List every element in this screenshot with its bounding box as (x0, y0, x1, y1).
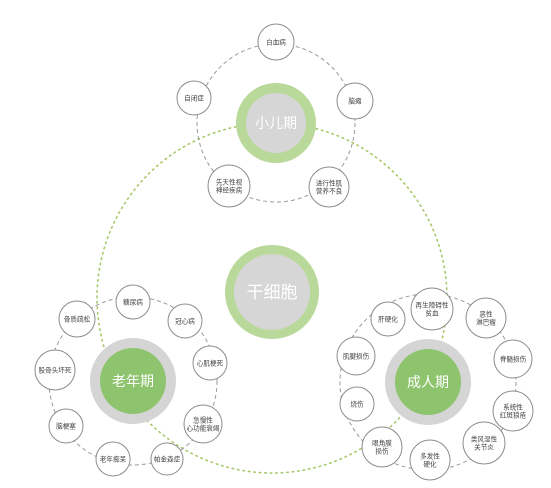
disease-node-label: 脊髓损伤 (500, 354, 527, 363)
hub-core-childhood (246, 93, 306, 153)
hub-label-childhood: 小儿期 (255, 116, 297, 132)
disease-node-label: 红斑狼疮 (500, 410, 527, 419)
disease-node-label: 营养不良 (316, 186, 343, 195)
disease-node-circle (176, 80, 212, 116)
disease-node-label: 心肌梗死 (197, 358, 224, 367)
disease-node-label: 恶性 (479, 309, 493, 318)
disease-node-circle (183, 404, 223, 444)
disease-node-label: 损伤 (375, 446, 389, 455)
disease-node-circle (308, 166, 350, 208)
disease-node-label: 脑梗塞 (56, 421, 76, 430)
disease-node-label: 烧伤 (350, 399, 364, 408)
disease-node-label: 白血病 (266, 37, 286, 46)
disease-node-label: 关节炎 (474, 442, 494, 451)
disease-node-label: 股骨头坏死 (39, 365, 72, 374)
disease-node-label: 急慢性 (193, 415, 213, 424)
disease-node-circle (465, 297, 507, 339)
disease-node-circle (336, 82, 374, 120)
disease-node-label: 老年痴呆 (100, 454, 127, 463)
disease-node-circle (361, 426, 403, 468)
disease-node-label: 骨质疏松 (64, 314, 91, 323)
disease-node-circle (370, 301, 406, 337)
disease-node-label: 冠心病 (175, 316, 195, 325)
disease-node-circle (58, 300, 96, 338)
disease-node-circle (150, 442, 184, 476)
disease-node-label: 进行性肌 (316, 178, 343, 187)
disease-node-label: 硬化 (423, 459, 437, 468)
disease-node-circle (462, 421, 506, 465)
disease-node-label: 帕金森症 (154, 454, 181, 463)
disease-node-circle (167, 303, 203, 339)
disease-node-label: 脑瘫 (348, 96, 362, 105)
disease-node-label: 再生障碍性 (416, 300, 449, 309)
disease-node-circle (336, 336, 376, 376)
disease-node-label: 眼角膜 (372, 438, 392, 447)
disease-node-circle (95, 441, 131, 477)
disease-node-circle (207, 164, 251, 208)
hub-core-adult (395, 349, 461, 415)
disease-node-circle (409, 439, 451, 481)
disease-node-label: 系统性 (503, 402, 523, 411)
disease-node-circle (410, 287, 454, 331)
disease-node-circle (493, 339, 533, 379)
disease-node-circle (34, 349, 76, 391)
disease-node-circle (192, 345, 228, 381)
disease-node-circle (48, 408, 84, 444)
disease-node-label: 肌腱损伤 (343, 351, 370, 360)
disease-node-label: 神经疾病 (216, 185, 243, 194)
disease-node-label: 淋巴瘤 (476, 317, 496, 326)
disease-node-label: 心功能衰竭 (187, 423, 220, 432)
disease-node-circle (257, 23, 295, 61)
disease-node-label: 先天性视 (216, 177, 243, 186)
disease-node-label: 多发性 (420, 451, 440, 460)
disease-node-label: 糖尿病 (123, 297, 143, 306)
disease-node-label: 肝硬化 (378, 314, 398, 323)
center-label: 干细胞 (247, 283, 298, 303)
hub-label-adult: 成人期 (407, 375, 449, 391)
hub-core-elderly (100, 348, 166, 414)
hub-label-elderly: 老年期 (112, 374, 154, 390)
disease-node-label: 贫血 (425, 308, 439, 317)
disease-node-circle (115, 284, 151, 320)
disease-node-label: 自闭症 (184, 93, 204, 102)
center-core (234, 254, 310, 330)
disease-node-label: 类风湿性 (471, 434, 498, 443)
disease-node-circle (492, 390, 534, 432)
disease-node-circle (339, 386, 375, 422)
